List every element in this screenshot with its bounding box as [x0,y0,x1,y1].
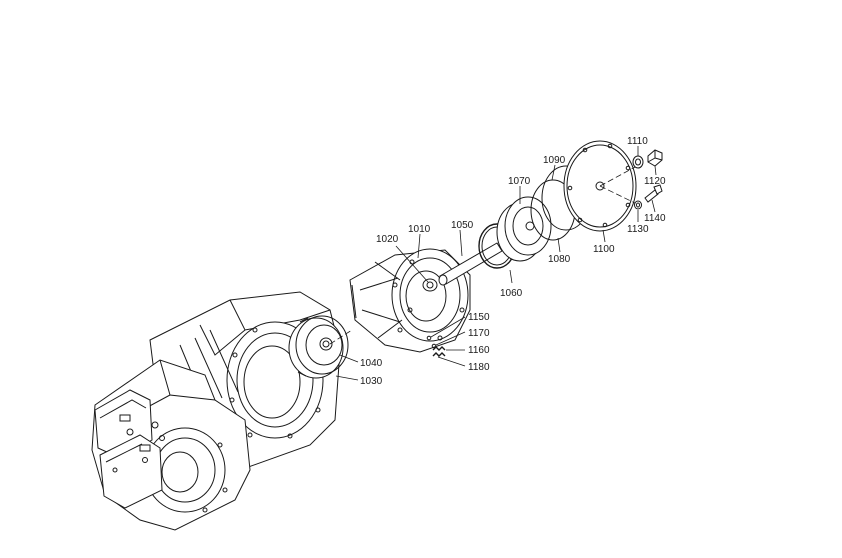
pin-1170 [431,343,437,349]
callout-1050: 1050 [451,220,474,231]
spring-1180 [432,352,446,357]
callout-1010: 1010 [408,224,431,235]
callout-1160: 1160 [468,345,490,356]
washer-1110 [632,155,644,169]
callout-labels: 1010 1020 1030 1040 1050 1060 1070 1080 … [360,136,666,387]
callout-1070: 1070 [508,176,531,187]
shaft-1050 [438,242,503,286]
callout-1170: 1170 [468,328,490,339]
callout-1080: 1080 [548,254,571,265]
piston-1040 [288,315,349,379]
callout-1150: 1150 [468,312,490,323]
ball-1150 [426,335,432,341]
callout-1040: 1040 [360,358,383,369]
leader-lines [335,146,657,381]
callout-1110: 1110 [627,136,648,147]
spring-1160 [432,346,446,351]
washer-1130 [634,200,642,210]
screw-1140 [644,184,663,203]
plug-1120 [647,149,663,167]
callout-1180: 1180 [468,362,490,373]
callout-1020: 1020 [376,234,399,245]
callout-1100: 1100 [593,244,615,255]
callout-1030: 1030 [360,376,383,387]
callout-1060: 1060 [500,288,523,299]
housing-1010 [349,248,471,353]
callout-1140: 1140 [644,213,666,224]
callout-1120: 1120 [644,176,666,187]
callout-1130: 1130 [627,224,649,235]
callout-1090: 1090 [543,155,566,166]
